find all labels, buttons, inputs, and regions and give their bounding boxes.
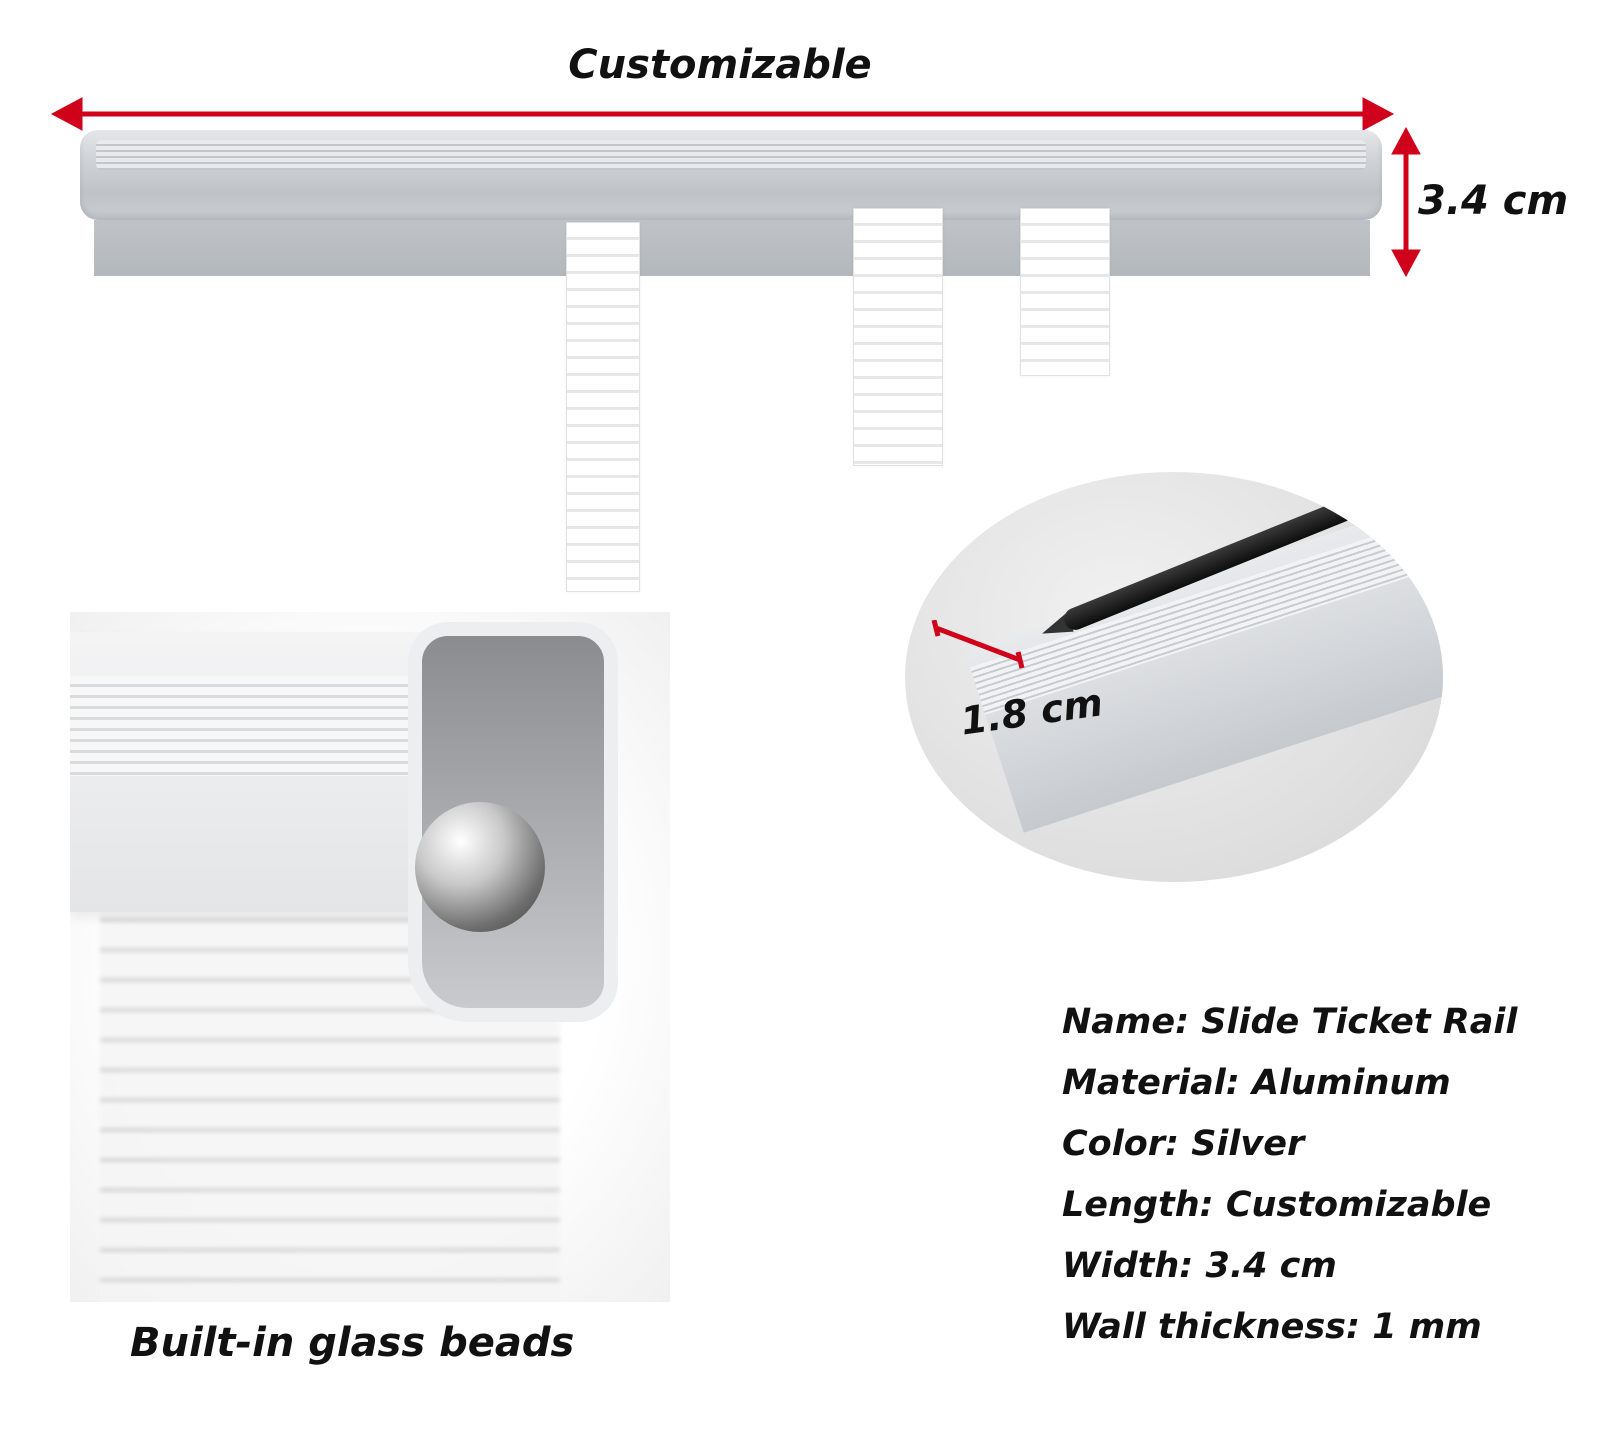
spec-material: Material: Aluminum [1062, 1063, 1451, 1103]
receipt-ticket [566, 222, 640, 592]
rail-lower-panel [94, 220, 1370, 276]
length-arrow [50, 97, 1395, 131]
glass-beads-caption: Built-in glass beads [130, 1320, 575, 1366]
spec-width: Width: 3.4 cm [1062, 1246, 1337, 1286]
closeup-rail [965, 472, 1443, 833]
thickness-marker [931, 620, 1025, 669]
spec-list: Name: Slide Ticket Rail Material: Alumin… [1062, 992, 1582, 1358]
spec-name: Name: Slide Ticket Rail [1062, 1002, 1518, 1042]
dimension-arrows [50, 97, 1421, 278]
closeup-rail-stripes [969, 481, 1443, 715]
glass-bead [415, 802, 545, 932]
rail-grooves [96, 140, 1366, 170]
profile-cutaway [70, 612, 670, 1302]
receipt-ticket [853, 208, 943, 466]
length-label: Customizable [568, 42, 872, 88]
height-arrow [1391, 126, 1421, 278]
height-label: 3.4 cm [1418, 178, 1569, 224]
receipt-ticket [1020, 208, 1110, 376]
closeup-detail [905, 472, 1443, 882]
spec-color: Color: Silver [1062, 1124, 1305, 1164]
profile-ribs [70, 676, 430, 776]
spec-wall-thickness: Wall thickness: 1 mm [1062, 1307, 1482, 1347]
spec-length: Length: Customizable [1062, 1185, 1492, 1225]
